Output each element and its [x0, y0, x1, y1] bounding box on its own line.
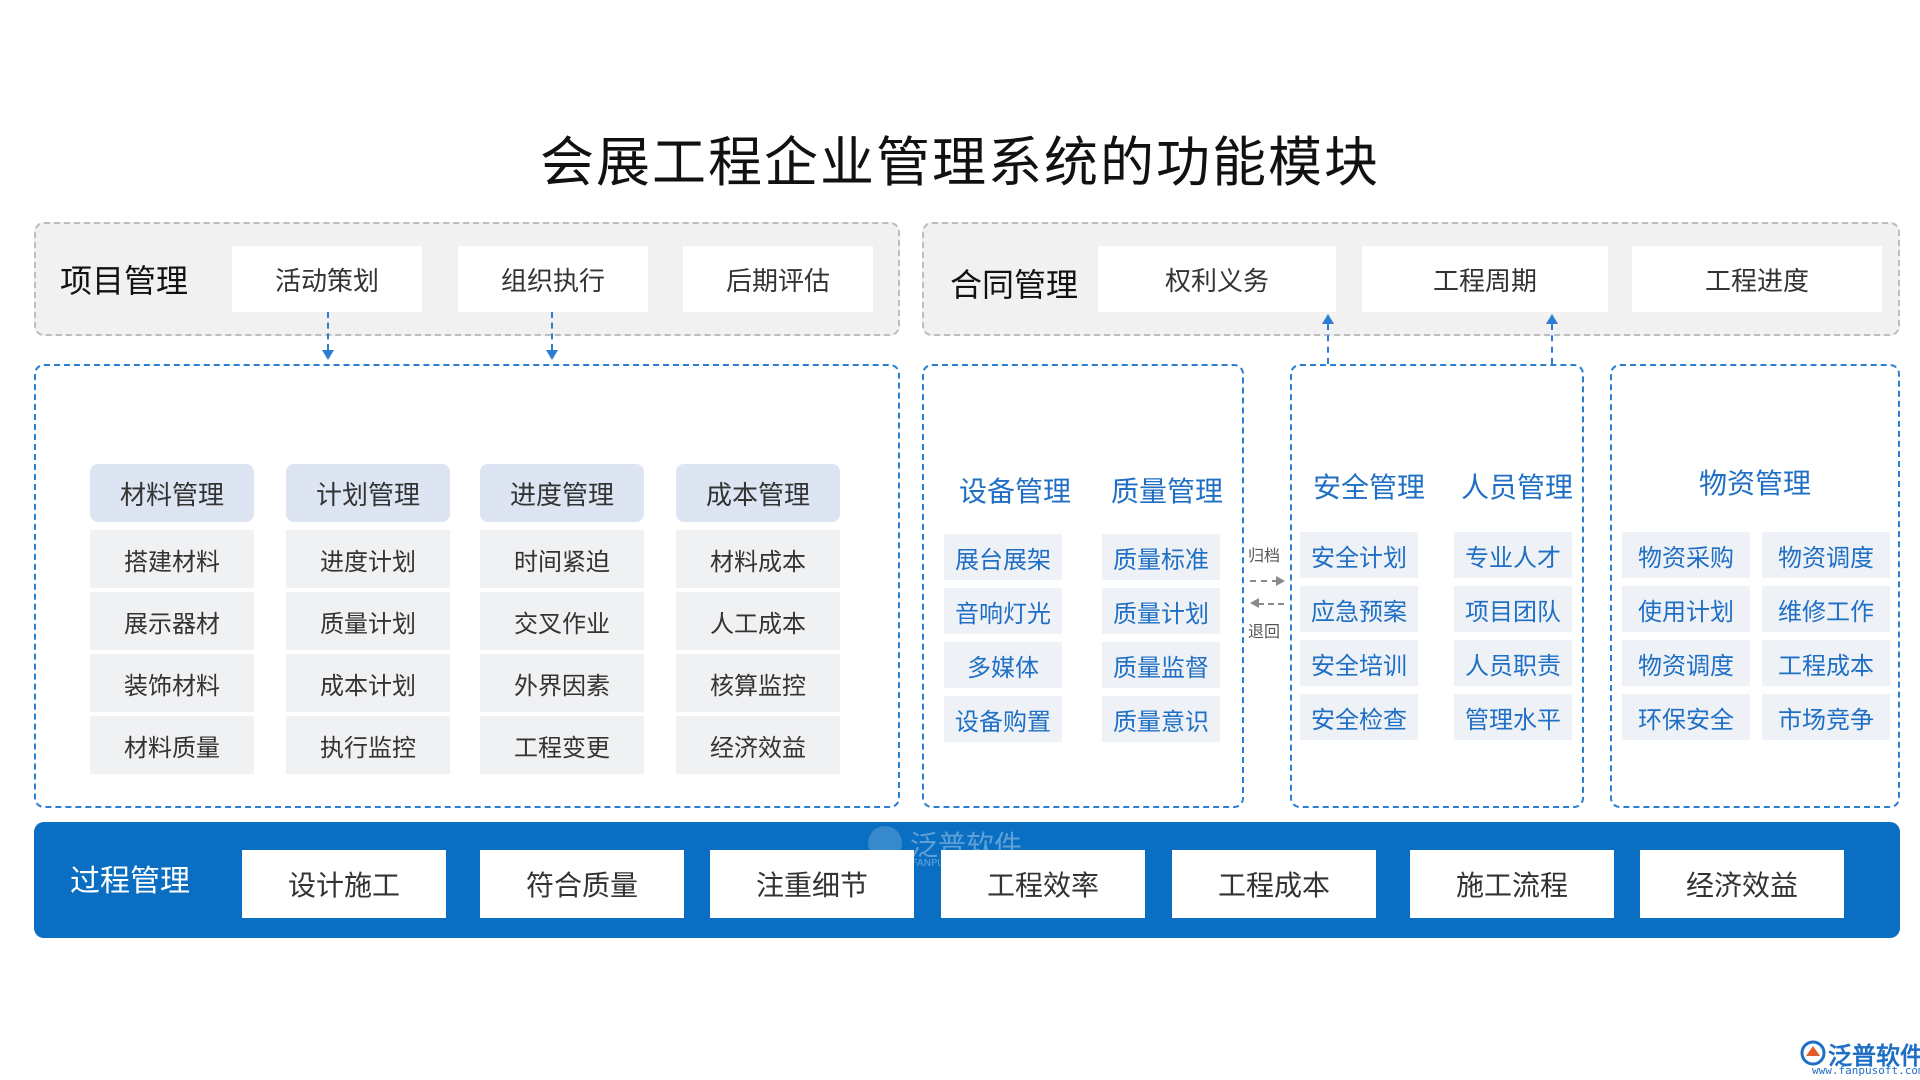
- process-item-economic-benefit: 经济效益: [1640, 850, 1844, 918]
- list-item: 质量计划: [1102, 588, 1220, 634]
- list-item: 搭建材料: [90, 530, 254, 588]
- safety-personnel-panel: [1290, 364, 1584, 808]
- list-item: 使用计划: [1622, 586, 1750, 632]
- list-item: 人工成本: [676, 592, 840, 650]
- list-item: 展台展架: [944, 534, 1062, 580]
- column-head-planning: 计划管理: [286, 464, 450, 522]
- list-item: 专业人才: [1454, 532, 1572, 578]
- arrow-up-icon: [1546, 314, 1558, 324]
- tab-activity-planning[interactable]: 活动策划: [232, 246, 422, 312]
- materials-management-heading: 物资管理: [1698, 467, 1811, 500]
- tab-project-progress[interactable]: 工程进度: [1632, 246, 1882, 312]
- column-head-cost: 成本管理: [676, 464, 840, 522]
- process-item-construction-flow: 施工流程: [1410, 850, 1614, 918]
- process-item-efficiency: 工程效率: [941, 850, 1145, 918]
- logo-text: 泛普软件: [1828, 1042, 1920, 1070]
- list-item: 工程变更: [480, 716, 644, 774]
- list-item: 市场竞争: [1762, 694, 1890, 740]
- contract-management-label: 合同管理: [950, 266, 1079, 304]
- equipment-quality-panel: [922, 364, 1244, 808]
- list-item: 环保安全: [1622, 694, 1750, 740]
- list-item: 外界因素: [480, 654, 644, 712]
- list-item: 质量意识: [1102, 696, 1220, 742]
- materials-panel: [1610, 364, 1900, 808]
- list-item: 核算监控: [676, 654, 840, 712]
- process-item-quality-compliance: 符合质量: [480, 850, 684, 918]
- list-item: 维修工作: [1762, 586, 1890, 632]
- process-management-label: 过程管理: [70, 864, 190, 899]
- personnel-management-heading: 人员管理: [1460, 471, 1573, 504]
- list-item: 安全检查: [1300, 694, 1418, 740]
- logo-url: www.fanpusoft.com: [1812, 1064, 1920, 1077]
- list-item: 设备购置: [944, 696, 1062, 742]
- list-item: 进度计划: [286, 530, 450, 588]
- return-label: 退回: [1248, 622, 1281, 641]
- arrow-left-icon: [1250, 598, 1259, 608]
- connector-line: [551, 312, 553, 350]
- archive-label: 归档: [1248, 546, 1281, 565]
- list-item: 应急预案: [1300, 586, 1418, 632]
- list-item: 安全计划: [1300, 532, 1418, 578]
- arrow-right-icon: [1276, 576, 1285, 586]
- list-item: 物资调度: [1762, 532, 1890, 578]
- column-head-materials: 材料管理: [90, 464, 254, 522]
- list-item: 管理水平: [1454, 694, 1572, 740]
- list-item: 项目团队: [1454, 586, 1572, 632]
- connector-line: [1327, 324, 1329, 364]
- list-item: 质量计划: [286, 592, 450, 650]
- tab-organize-execute[interactable]: 组织执行: [458, 246, 648, 312]
- list-item: 装饰材料: [90, 654, 254, 712]
- arrow-down-icon: [546, 350, 558, 360]
- list-item: 材料质量: [90, 716, 254, 774]
- list-item: 工程成本: [1762, 640, 1890, 686]
- connector-line: [1551, 324, 1553, 364]
- list-item: 物资采购: [1622, 532, 1750, 578]
- fanpu-logo-icon: [1800, 1040, 1826, 1066]
- list-item: 材料成本: [676, 530, 840, 588]
- archive-arrow-line: [1250, 580, 1278, 582]
- list-item: 执行监控: [286, 716, 450, 774]
- tab-project-cycle[interactable]: 工程周期: [1362, 246, 1608, 312]
- list-item: 经济效益: [676, 716, 840, 774]
- equipment-management-heading: 设备管理: [958, 475, 1071, 508]
- tab-rights-obligations[interactable]: 权利义务: [1098, 246, 1336, 312]
- quality-management-heading: 质量管理: [1110, 475, 1223, 508]
- list-item: 质量监督: [1102, 642, 1220, 688]
- safety-management-heading: 安全管理: [1312, 471, 1425, 504]
- return-arrow-line: [1258, 603, 1284, 605]
- list-item: 展示器材: [90, 592, 254, 650]
- arrow-up-icon: [1322, 314, 1334, 324]
- process-item-design-construction: 设计施工: [242, 850, 446, 918]
- column-head-progress: 进度管理: [480, 464, 644, 522]
- arrow-down-icon: [322, 350, 334, 360]
- list-item: 成本计划: [286, 654, 450, 712]
- process-item-cost: 工程成本: [1172, 850, 1376, 918]
- tab-post-evaluation[interactable]: 后期评估: [683, 246, 873, 312]
- page-title: 会展工程企业管理系统的功能模块: [540, 131, 1380, 194]
- list-item: 人员职责: [1454, 640, 1572, 686]
- project-management-label: 项目管理: [60, 262, 189, 300]
- list-item: 多媒体: [944, 642, 1062, 688]
- list-item: 交叉作业: [480, 592, 644, 650]
- list-item: 音响灯光: [944, 588, 1062, 634]
- process-item-attention-detail: 注重细节: [710, 850, 914, 918]
- core-management-panel: [34, 364, 900, 808]
- list-item: 安全培训: [1300, 640, 1418, 686]
- list-item: 时间紧迫: [480, 530, 644, 588]
- list-item: 质量标准: [1102, 534, 1220, 580]
- connector-line: [327, 312, 329, 350]
- list-item: 物资调度: [1622, 640, 1750, 686]
